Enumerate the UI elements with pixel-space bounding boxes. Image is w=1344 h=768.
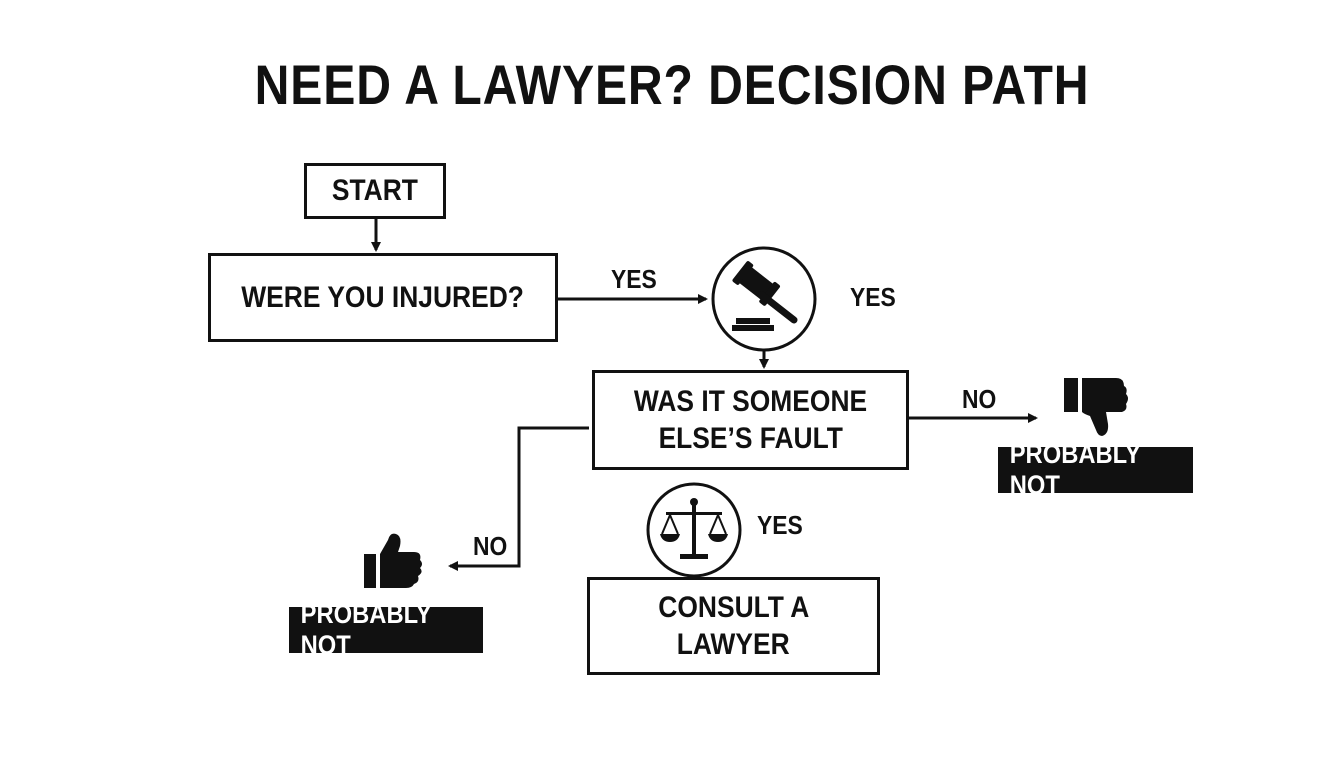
gavel-icon: [711, 246, 817, 352]
thumbs-down-icon: [1064, 378, 1128, 436]
result-consult-lawyer-node: CONSULT A LAWYER: [587, 577, 880, 675]
edge-label-gavel-yes: YES: [850, 282, 896, 312]
outcome-probably-not-left: PROBABLY NOT: [289, 599, 483, 660]
edge-label-no-left: NO: [473, 531, 508, 561]
question-injured-node: WERE YOU INJURED?: [208, 253, 558, 342]
start-node: START: [304, 163, 446, 219]
edge-label-q2-no: NO: [962, 384, 997, 414]
question-fault-node: WAS IT SOMEONE ELSE’S FAULT: [592, 370, 909, 470]
edge-label-scales-yes: YES: [757, 510, 803, 540]
thumbs-up-icon: [364, 533, 422, 588]
arrow-q2-no-left: [448, 426, 589, 571]
scales-icon: [646, 482, 742, 578]
outcome-probably-not-right: PROBABLY NOT: [998, 439, 1193, 500]
edge-label-q1-yes: YES: [611, 264, 657, 294]
page-title: NEED A LAWYER? DECISION PATH: [254, 53, 1090, 116]
